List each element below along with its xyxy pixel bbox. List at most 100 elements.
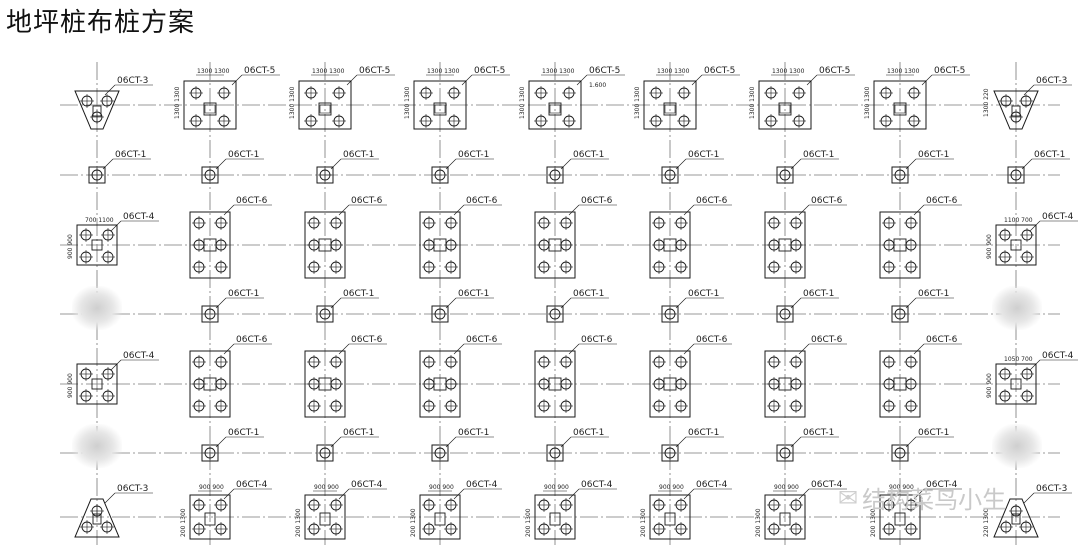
cap-outline <box>546 444 564 462</box>
cap-outline <box>528 80 582 130</box>
dimension-text: 1300 1300 <box>887 68 920 75</box>
pile-cap-label: 06CT-4 <box>351 480 383 490</box>
dimension-text: 900 900 <box>889 484 914 491</box>
dimension-text: 1300 1300 <box>864 86 871 119</box>
dimension-text: 1300 1300 <box>519 86 526 119</box>
pile-cap-ct1: 06CT-1 <box>776 289 839 323</box>
dimension-text: 1300 1300 <box>289 86 296 119</box>
column <box>92 513 102 525</box>
leader-line <box>568 343 580 355</box>
pile-cap-label: 06CT-5 <box>244 66 275 76</box>
leader-line <box>330 436 342 448</box>
leader-line <box>104 492 116 504</box>
leader-line <box>790 158 802 170</box>
leader-line <box>346 74 358 86</box>
pile-cap-ct6: 06CT-6 <box>304 335 387 418</box>
cap-outline <box>649 350 691 418</box>
leader-line <box>1023 84 1035 96</box>
cap-outline <box>993 90 1039 130</box>
pile-cap-ct1: 06CT-1 <box>546 428 609 462</box>
leader-line <box>445 297 457 309</box>
dimension-text: 900 900 <box>67 234 74 259</box>
pile-cap-label: 06CT-1 <box>688 289 719 299</box>
pile-cap-ct6: 06CT-6 <box>879 335 962 418</box>
pile-cap-label: 06CT-6 <box>466 335 498 345</box>
leader-line <box>231 74 243 86</box>
cap-outline <box>776 444 794 462</box>
leader-line <box>1021 158 1033 170</box>
leader-line <box>905 158 917 170</box>
column <box>91 239 103 251</box>
column-inner <box>779 104 791 114</box>
pile-cap-label: 06CT-6 <box>236 196 268 206</box>
column <box>318 238 332 252</box>
pile-cap-label: 06CT-1 <box>458 289 489 299</box>
pile-cap-label: 06CT-6 <box>926 196 958 206</box>
column <box>549 512 561 526</box>
cap-outline <box>534 211 576 279</box>
pile-cap-ct1: 06CT-1 <box>661 150 724 184</box>
pile-cap-label: 06CT-6 <box>581 196 613 206</box>
cap-outline <box>995 363 1037 405</box>
leader-line <box>338 343 350 355</box>
pile-cap-ct6: 06CT-6 <box>649 335 732 418</box>
pile-cap-label: 06CT-3 <box>1036 76 1067 86</box>
cap-outline <box>758 80 812 130</box>
column <box>203 238 217 252</box>
pile-cap-label: 06CT-6 <box>811 196 843 206</box>
pile-cap-label: 06CT-3 <box>1036 484 1067 494</box>
dimension-text: 900 900 <box>544 484 569 491</box>
pile-cap-ct1: 06CT-1 <box>201 289 264 323</box>
dimension-text: 900 900 <box>429 484 454 491</box>
leader-line <box>798 488 810 500</box>
pile-cap-label: 06CT-1 <box>573 428 604 438</box>
column <box>1010 239 1022 251</box>
leader-line <box>790 436 802 448</box>
leader-line <box>568 488 580 500</box>
cap-outline <box>419 494 461 540</box>
pile-cap-label: 06CT-6 <box>811 335 843 345</box>
pile-cap-ct1: 06CT-1 <box>431 428 494 462</box>
column <box>203 377 217 391</box>
leader-line <box>215 297 227 309</box>
leader-line <box>453 204 465 216</box>
column <box>203 102 217 116</box>
pile-cap-label: 06CT-1 <box>343 289 374 299</box>
leader-line <box>683 343 695 355</box>
leader-line <box>110 359 122 371</box>
pile-cap-ct1: 06CT-1 <box>891 289 954 323</box>
cap-outline <box>534 494 576 540</box>
pile-cap-label: 06CT-4 <box>926 480 958 490</box>
cap-outline <box>189 350 231 418</box>
leader-line <box>683 488 695 500</box>
leader-line <box>675 436 687 448</box>
pile-cap-label: 06CT-1 <box>115 150 146 160</box>
dimension-text: 1300 1300 <box>197 68 230 75</box>
column <box>548 238 562 252</box>
column <box>778 238 792 252</box>
column <box>778 102 792 116</box>
leader-line <box>568 204 580 216</box>
pile-cap-label: 06CT-5 <box>589 66 620 76</box>
leader-line <box>330 297 342 309</box>
leader-line <box>790 297 802 309</box>
cap-outline <box>776 166 794 184</box>
cap-outline <box>879 350 921 418</box>
pile-cap-label: 06CT-6 <box>696 335 728 345</box>
cap-outline <box>643 80 697 130</box>
dimension-text: 1050 700 <box>1004 356 1033 363</box>
pile-cap-label: 06CT-4 <box>811 480 843 490</box>
column-inner <box>204 104 216 114</box>
column <box>664 512 676 526</box>
leader-line <box>806 74 818 86</box>
pile-cap-label: 06CT-1 <box>918 289 949 299</box>
column-inner <box>319 104 331 114</box>
pile-cap-ct6: 06CT-6 <box>189 335 272 418</box>
elevation-note: 1.600 <box>589 82 606 89</box>
